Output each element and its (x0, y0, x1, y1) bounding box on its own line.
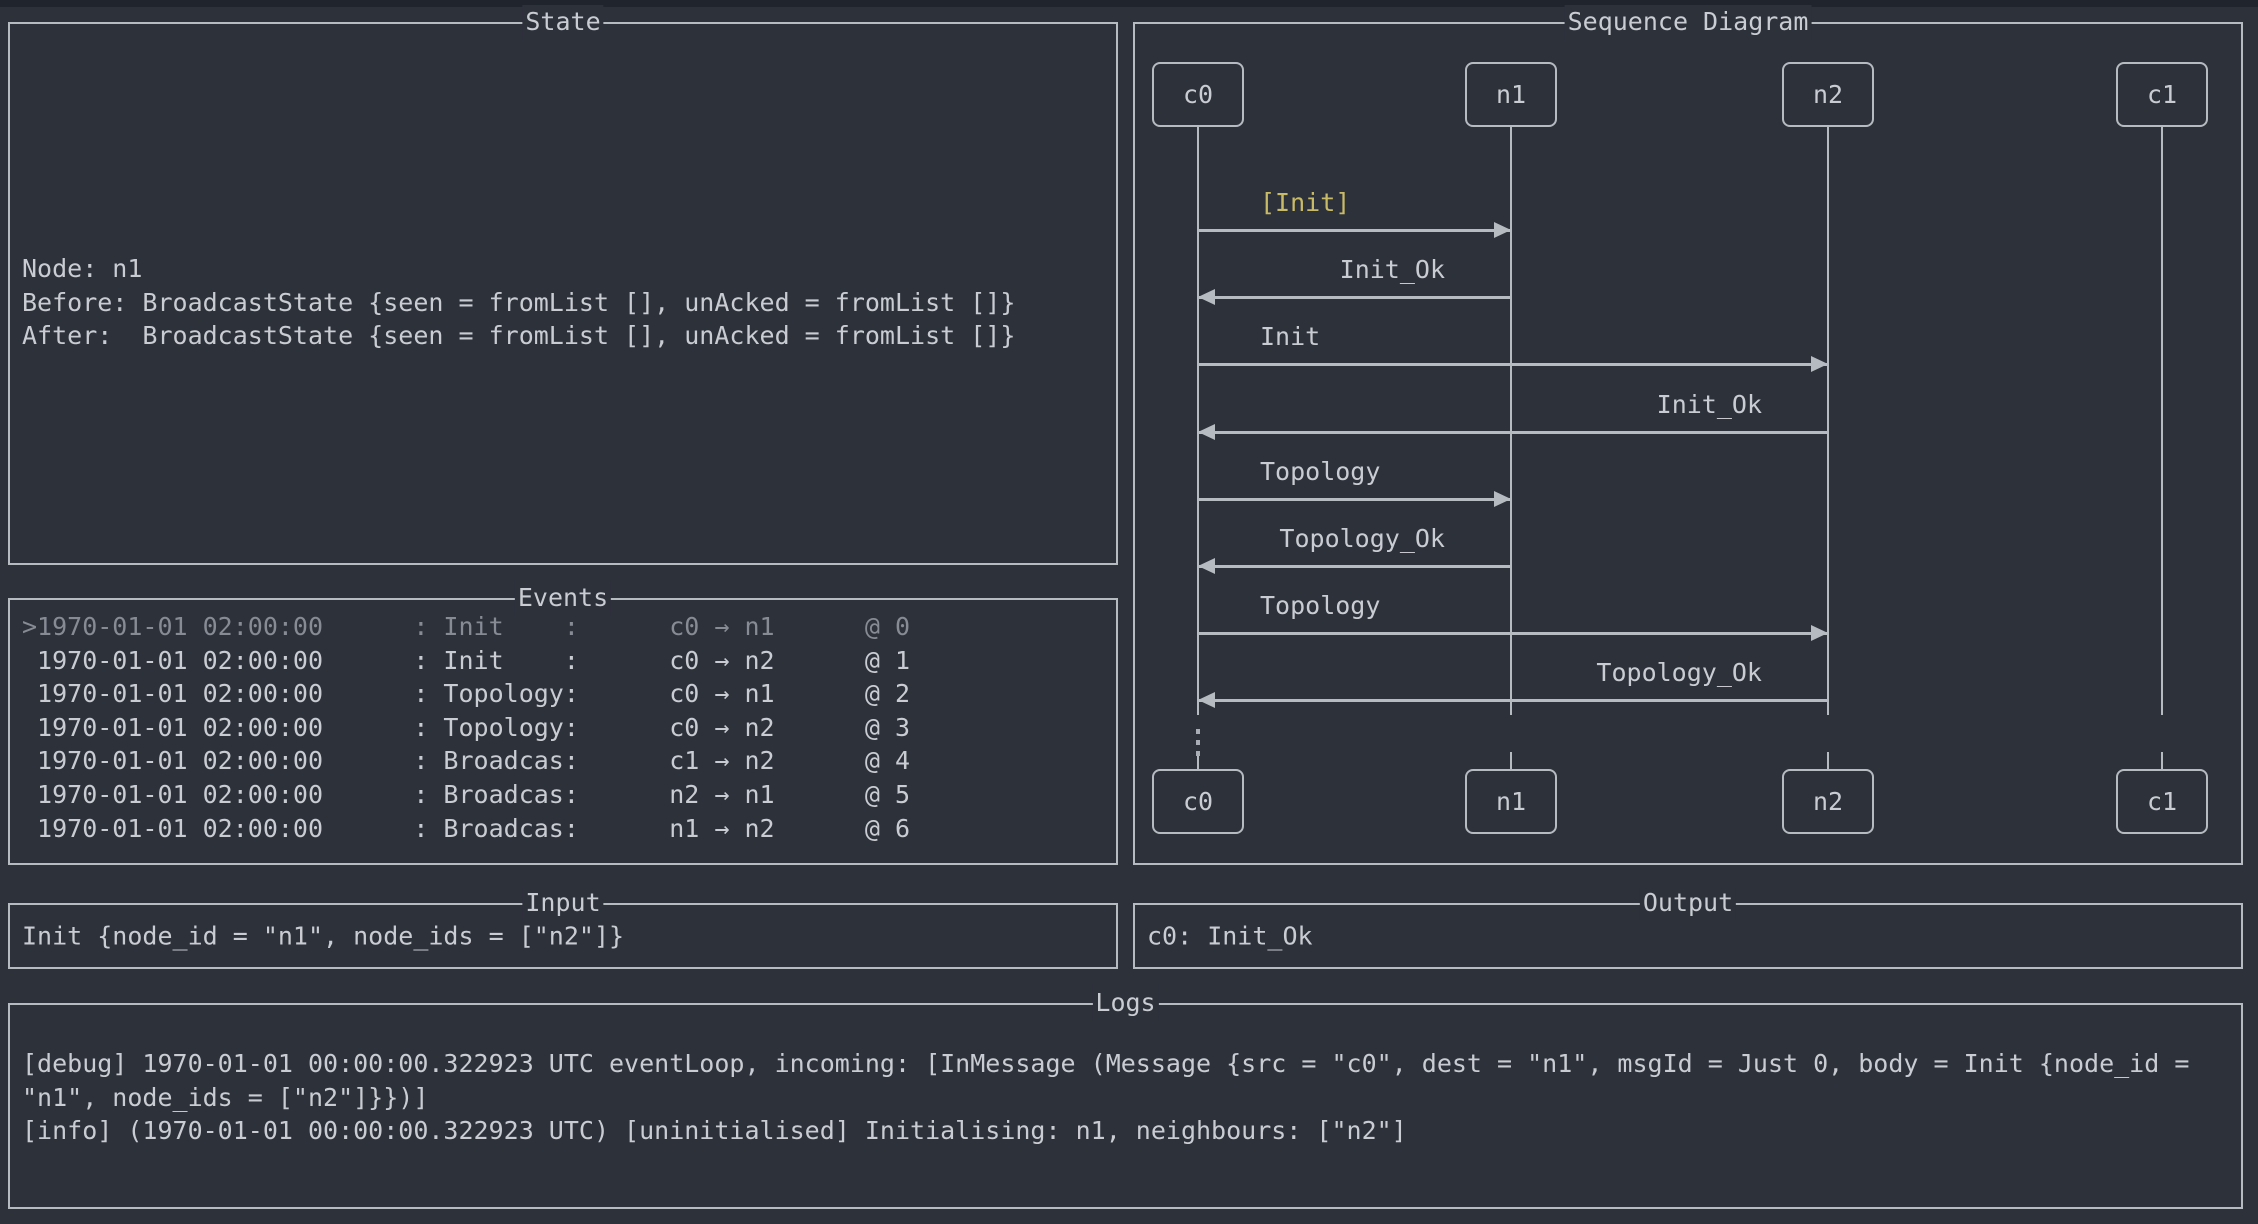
message-label: Init_Ok (1656, 389, 1762, 419)
message-arrowhead (1494, 490, 1511, 507)
message-arrowhead (1198, 692, 1215, 709)
message-arrow-line (1198, 565, 1511, 568)
state-content: Node: n1 Before: BroadcastState {seen = … (22, 254, 1016, 351)
events-panel: Events >1970-01-01 02:00:00 : Init : c0 … (8, 581, 1118, 865)
actor-box-top-c0: c0 (1152, 62, 1244, 127)
message-arrowhead (1494, 222, 1511, 238)
message-arrowhead (1198, 289, 1215, 306)
output-panel-title: Output (1639, 886, 1737, 920)
logs-panel-title: Logs (1092, 986, 1159, 1020)
message-arrow-line (1198, 699, 1828, 703)
event-row[interactable]: 1970-01-01 02:00:00 : Broadcas: n1 → n2 … (22, 813, 911, 843)
message-label: Init_Ok (1339, 255, 1445, 285)
actor-box-top-n1: n1 (1465, 62, 1557, 127)
message-label: [Init] (1260, 188, 1351, 217)
lifeline-c0 (1197, 126, 1199, 715)
lifeline-stub-n2 (1827, 752, 1829, 771)
message-arrowhead (1198, 558, 1215, 574)
event-row[interactable]: 1970-01-01 02:00:00 : Broadcas: c1 → n2 … (22, 746, 911, 776)
state-panel: State Node: n1 Before: BroadcastState {s… (8, 5, 1118, 565)
lifeline-n1 (1510, 126, 1512, 715)
actor-box-top-n2: n2 (1782, 62, 1874, 127)
actor-box-bottom-c1: c1 (2116, 769, 2208, 834)
logs-panel: Logs [debug] 1970-01-01 00:00:00.322923 … (8, 986, 2243, 1209)
event-row[interactable]: 1970-01-01 02:00:00 : Topology: c0 → n2 … (22, 712, 911, 742)
event-row[interactable]: 1970-01-01 02:00:00 : Init : c0 → n2 @ 1 (22, 645, 911, 675)
lifeline-n2 (1827, 126, 1829, 715)
events-panel-title: Events (514, 581, 612, 615)
input-panel: Input Init {node_id = "n1", node_ids = [… (8, 886, 1118, 969)
truncation-ellipsis-dot (1196, 740, 1200, 745)
actor-box-bottom-c0: c0 (1152, 769, 1244, 834)
actor-box-bottom-n1: n1 (1465, 769, 1557, 834)
sequence-diagram-panel: Sequence Diagram c0 c0 n1 n1 n2 n2 c1 c1 [Init] I… (1133, 5, 2243, 865)
actor-box-top-c1: c1 (2116, 62, 2208, 127)
event-row[interactable]: 1970-01-01 02:00:00 : Topology: c0 → n1 … (22, 679, 911, 709)
message-arrow-line (1198, 632, 1828, 636)
message-label: Topology (1260, 456, 1381, 486)
truncation-ellipsis-dot (1196, 751, 1200, 756)
input-message-text: Init {node_id = "n1", node_ids = ["n2"]} (22, 921, 625, 951)
output-panel: Output c0: Init_Ok (1133, 886, 2243, 969)
events-list: >1970-01-01 02:00:00 : Init : c0 → n1 @ … (22, 610, 1106, 845)
truncation-ellipsis-dot (1196, 729, 1200, 734)
message-label: Init (1260, 322, 1321, 352)
state-panel-title: State (522, 5, 604, 39)
message-arrowhead (1811, 356, 1828, 373)
message-arrow-line (1198, 363, 1828, 367)
message-arrow-line (1198, 497, 1511, 501)
lifeline-stub-c1 (2161, 752, 2163, 771)
input-panel-title: Input (522, 886, 604, 920)
output-message-text: c0: Init_Ok (1147, 921, 1313, 951)
message-arrow-line (1198, 430, 1828, 434)
event-row[interactable]: 1970-01-01 02:00:00 : Broadcas: n2 → n1 … (22, 779, 911, 809)
window-top-edge (0, 0, 2258, 7)
message-arrowhead (1811, 625, 1828, 642)
message-label: Topology (1260, 591, 1381, 621)
sequence-diagram-title: Sequence Diagram (1564, 5, 1812, 39)
message-arrowhead (1198, 423, 1215, 440)
lifeline-stub-n1 (1510, 752, 1512, 771)
event-row[interactable]: >1970-01-01 02:00:00 : Init : c0 → n1 @ … (22, 612, 911, 641)
message-arrow-line (1198, 296, 1511, 300)
lifeline-c1 (2161, 126, 2163, 715)
message-label: Topology_Ok (1596, 658, 1762, 688)
message-label: Topology_Ok (1279, 524, 1445, 553)
message-arrow-line (1198, 229, 1511, 232)
actor-box-bottom-n2: n2 (1782, 769, 1874, 834)
logs-content: [debug] 1970-01-01 00:00:00.322923 UTC e… (22, 1049, 2190, 1146)
lifeline-stub-c0 (1197, 752, 1199, 771)
